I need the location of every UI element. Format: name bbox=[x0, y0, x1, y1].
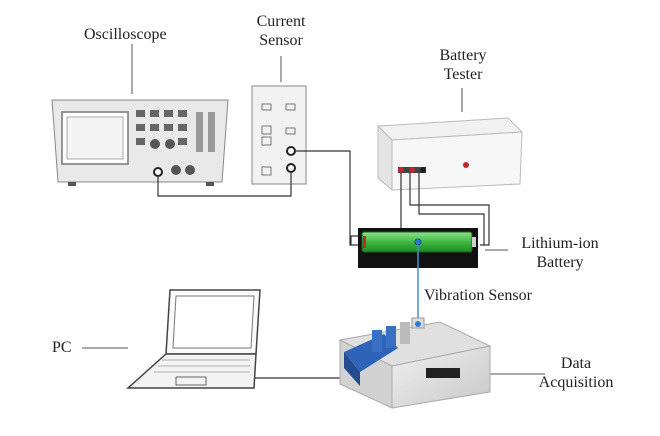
battery-tester-label-line2: Tester bbox=[443, 66, 483, 83]
pc-label: PC bbox=[52, 339, 72, 356]
data-acquisition-label-line2: Acquisition bbox=[538, 374, 614, 391]
oscilloscope-buttons bbox=[136, 110, 215, 152]
laptop-screen bbox=[172, 295, 255, 349]
leader-lines bbox=[82, 44, 545, 375]
current-sensor-port-top bbox=[286, 146, 296, 156]
tester-wire-3 bbox=[418, 172, 485, 245]
battery-tester-label-line1: Battery bbox=[439, 47, 487, 64]
current-sensor-device bbox=[251, 85, 307, 185]
lithium-battery-label-line1: Lithium-ion bbox=[521, 235, 599, 252]
pc-laptop bbox=[126, 289, 261, 389]
battery-tester-label: Battery Tester bbox=[428, 46, 498, 84]
laptop-base bbox=[126, 353, 257, 389]
data-acquisition-label: Data Acquisition bbox=[526, 354, 626, 392]
current-sensor-label-line2: Sensor bbox=[259, 32, 303, 49]
current-sensor-label: Current Sensor bbox=[246, 12, 316, 50]
oscilloscope-label: Oscilloscope bbox=[84, 26, 167, 43]
daq-blue-module bbox=[344, 334, 398, 372]
battery-tester-device bbox=[376, 117, 524, 192]
pc-to-daq-wire bbox=[254, 370, 346, 379]
oscilloscope-knobs bbox=[150, 139, 195, 175]
oscilloscope-device bbox=[51, 99, 229, 186]
lithium-battery-label: Lithium-ion Battery bbox=[510, 234, 610, 272]
vibration-sensor-point bbox=[414, 238, 422, 246]
tester-wire-2 bbox=[409, 172, 490, 246]
current-sensor-port-bottom bbox=[286, 163, 296, 173]
lithium-battery-label-line2: Battery bbox=[536, 254, 584, 271]
daq-display bbox=[426, 368, 460, 378]
oscilloscope-input-port bbox=[153, 167, 163, 177]
sensor-to-battery-wire bbox=[295, 150, 360, 246]
data-acquisition-label-line1: Data bbox=[560, 355, 592, 372]
osc-to-sensor-wire bbox=[157, 172, 292, 197]
current-sensor-label-line1: Current bbox=[256, 13, 306, 30]
data-acquisition-device bbox=[338, 317, 492, 409]
laptop-touchpad bbox=[175, 376, 207, 386]
vibration-sensor-label: Vibration Sensor bbox=[424, 287, 532, 304]
